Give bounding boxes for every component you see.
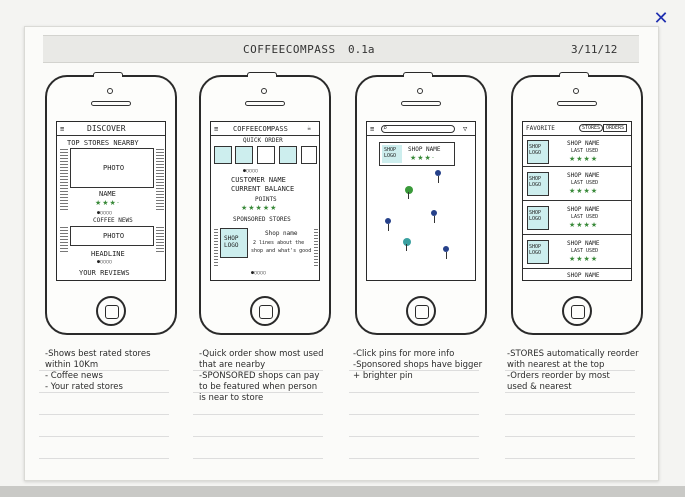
- news-photo: PHOTO: [70, 226, 154, 246]
- tab-orders[interactable]: ORDERS: [603, 124, 628, 132]
- close-icon[interactable]: ✕: [653, 8, 669, 29]
- phone-map: ≡ ⌕ ▽ SHOP LOGO SHOP NAME ★★★·: [355, 72, 487, 335]
- phone-discover: ≡ DISCOVER TOP STORES NEARBY PHOTO NAME …: [45, 72, 177, 335]
- note-lines: [39, 349, 169, 459]
- phone-favorites: FAVORITE STORES ORDERS SHOP LOGO SHOP NA…: [511, 72, 643, 335]
- rating-stars: ★★★·: [410, 154, 436, 162]
- hatch-left: [60, 148, 68, 210]
- screen-home: ≡ COFFEECOMPASS ☕ QUICK ORDER ●○○○○ CUST…: [210, 121, 320, 281]
- shop-name: Shop name: [265, 230, 298, 237]
- shop-desc-2: shop and what's good: [251, 248, 312, 254]
- hatch-right: [156, 148, 164, 210]
- shop-logo: [382, 145, 402, 163]
- phone-home: ≡ COFFEECOMPASS ☕ QUICK ORDER ●○○○○ CUST…: [199, 72, 331, 335]
- rating-stars: ★★★·: [95, 199, 121, 207]
- screen-header: ≡ ⌕ ▽: [367, 122, 475, 136]
- screen-favorites: FAVORITE STORES ORDERS SHOP LOGO SHOP NA…: [522, 121, 632, 281]
- home-button: [250, 296, 280, 326]
- speaker: [245, 101, 285, 106]
- notes-map: -Click pins for more info -Sponsored sho…: [353, 349, 483, 381]
- home-title: COFFEECOMPASS: [233, 125, 288, 133]
- map-pin[interactable]: [435, 170, 441, 183]
- your-reviews-link: YOUR REVIEWS: [79, 269, 130, 277]
- sheet-title-bar: COFFEECOMPASS 0.1a 3/11/12: [43, 35, 639, 63]
- cup-icon: ☕: [307, 124, 312, 132]
- speaker: [401, 101, 441, 106]
- shop-logo: SHOP LOGO: [220, 228, 248, 258]
- sponsored-pin[interactable]: [403, 238, 411, 251]
- search-input[interactable]: [381, 125, 455, 133]
- wireframe-sheet: COFFEECOMPASS 0.1a 3/11/12 ≡ DISCOVER TO…: [24, 26, 659, 481]
- app-version: 0.1a: [348, 43, 375, 56]
- store-name: NAME: [99, 190, 116, 198]
- points-label: POINTS: [255, 196, 277, 203]
- home-button: [562, 296, 592, 326]
- coffee-news-label: COFFEE NEWS: [93, 217, 133, 224]
- camera: [261, 88, 267, 94]
- sheet-date: 3/11/12: [571, 43, 618, 56]
- note-lines: [349, 349, 479, 459]
- page-dots: ●○○○○: [243, 168, 259, 174]
- map-pin[interactable]: [443, 246, 449, 259]
- screen-map: ≡ ⌕ ▽ SHOP LOGO SHOP NAME ★★★·: [366, 121, 476, 281]
- page-dots: ●○○○○: [97, 210, 113, 216]
- tab-stores[interactable]: STORES: [579, 124, 604, 132]
- photo-placeholder: PHOTO: [70, 148, 154, 188]
- hatch-left-2: [60, 226, 68, 252]
- quick-order-label: QUICK ORDER: [243, 137, 283, 144]
- order-cup: [279, 146, 297, 164]
- page-dots-2: ●○○○○: [251, 270, 267, 276]
- order-cup: [214, 146, 232, 164]
- order-cup: [235, 146, 253, 164]
- current-balance: CURRENT BALANCE: [231, 185, 295, 193]
- map-callout[interactable]: SHOP LOGO SHOP NAME ★★★·: [379, 142, 455, 166]
- screen-header: FAVORITE STORES ORDERS: [523, 122, 631, 136]
- order-cup: [301, 146, 317, 164]
- camera: [573, 88, 579, 94]
- filter-icon[interactable]: ▽: [463, 125, 468, 133]
- sponsored-pin[interactable]: [405, 186, 413, 199]
- note-lines: [193, 349, 323, 459]
- order-cup: [257, 146, 275, 164]
- favorite-row-partial: SHOP NAME: [567, 272, 600, 279]
- customer-name: CUSTOMER NAME: [231, 176, 286, 184]
- speaker: [557, 101, 597, 106]
- hatch-left: [214, 228, 218, 266]
- hatch-right-2: [156, 226, 164, 252]
- favorite-title: FAVORITE: [526, 125, 555, 132]
- camera: [417, 88, 423, 94]
- map-pin[interactable]: [385, 218, 391, 231]
- sponsored-label: SPONSORED STORES: [233, 216, 291, 223]
- headline: HEADLINE: [91, 250, 125, 258]
- shop-name: SHOP NAME: [408, 146, 441, 153]
- speaker: [91, 101, 131, 106]
- search-icon: ⌕: [383, 124, 388, 132]
- menu-icon: ≡: [370, 125, 375, 133]
- page-dots-2: ●○○○○: [97, 259, 113, 265]
- home-button: [96, 296, 126, 326]
- map-pin[interactable]: [431, 210, 437, 223]
- menu-icon: ≡: [60, 125, 65, 133]
- screen-header: ≡ DISCOVER: [57, 122, 165, 136]
- hatch-right: [314, 228, 318, 266]
- notes-favorites: -STORES automatically reorder with neare…: [507, 349, 639, 392]
- discover-title: DISCOVER: [87, 124, 126, 133]
- home-button: [406, 296, 436, 326]
- shop-desc-1: 2 lines about the: [253, 240, 305, 246]
- note-lines: [505, 349, 635, 459]
- notes-discover: -Shows best rated stores within 10Km - C…: [45, 349, 151, 392]
- screen-discover: ≡ DISCOVER TOP STORES NEARBY PHOTO NAME …: [56, 121, 166, 281]
- notes-home: -Quick order show most used that are nea…: [199, 349, 324, 403]
- points-stars: ★★★★★: [241, 204, 278, 212]
- top-stores-label: TOP STORES NEARBY: [67, 139, 139, 147]
- background-page-strip: [0, 486, 685, 497]
- app-title: COFFEECOMPASS: [243, 43, 336, 56]
- screen-header: ≡ COFFEECOMPASS ☕: [211, 122, 319, 136]
- camera: [107, 88, 113, 94]
- menu-icon: ≡: [214, 125, 219, 133]
